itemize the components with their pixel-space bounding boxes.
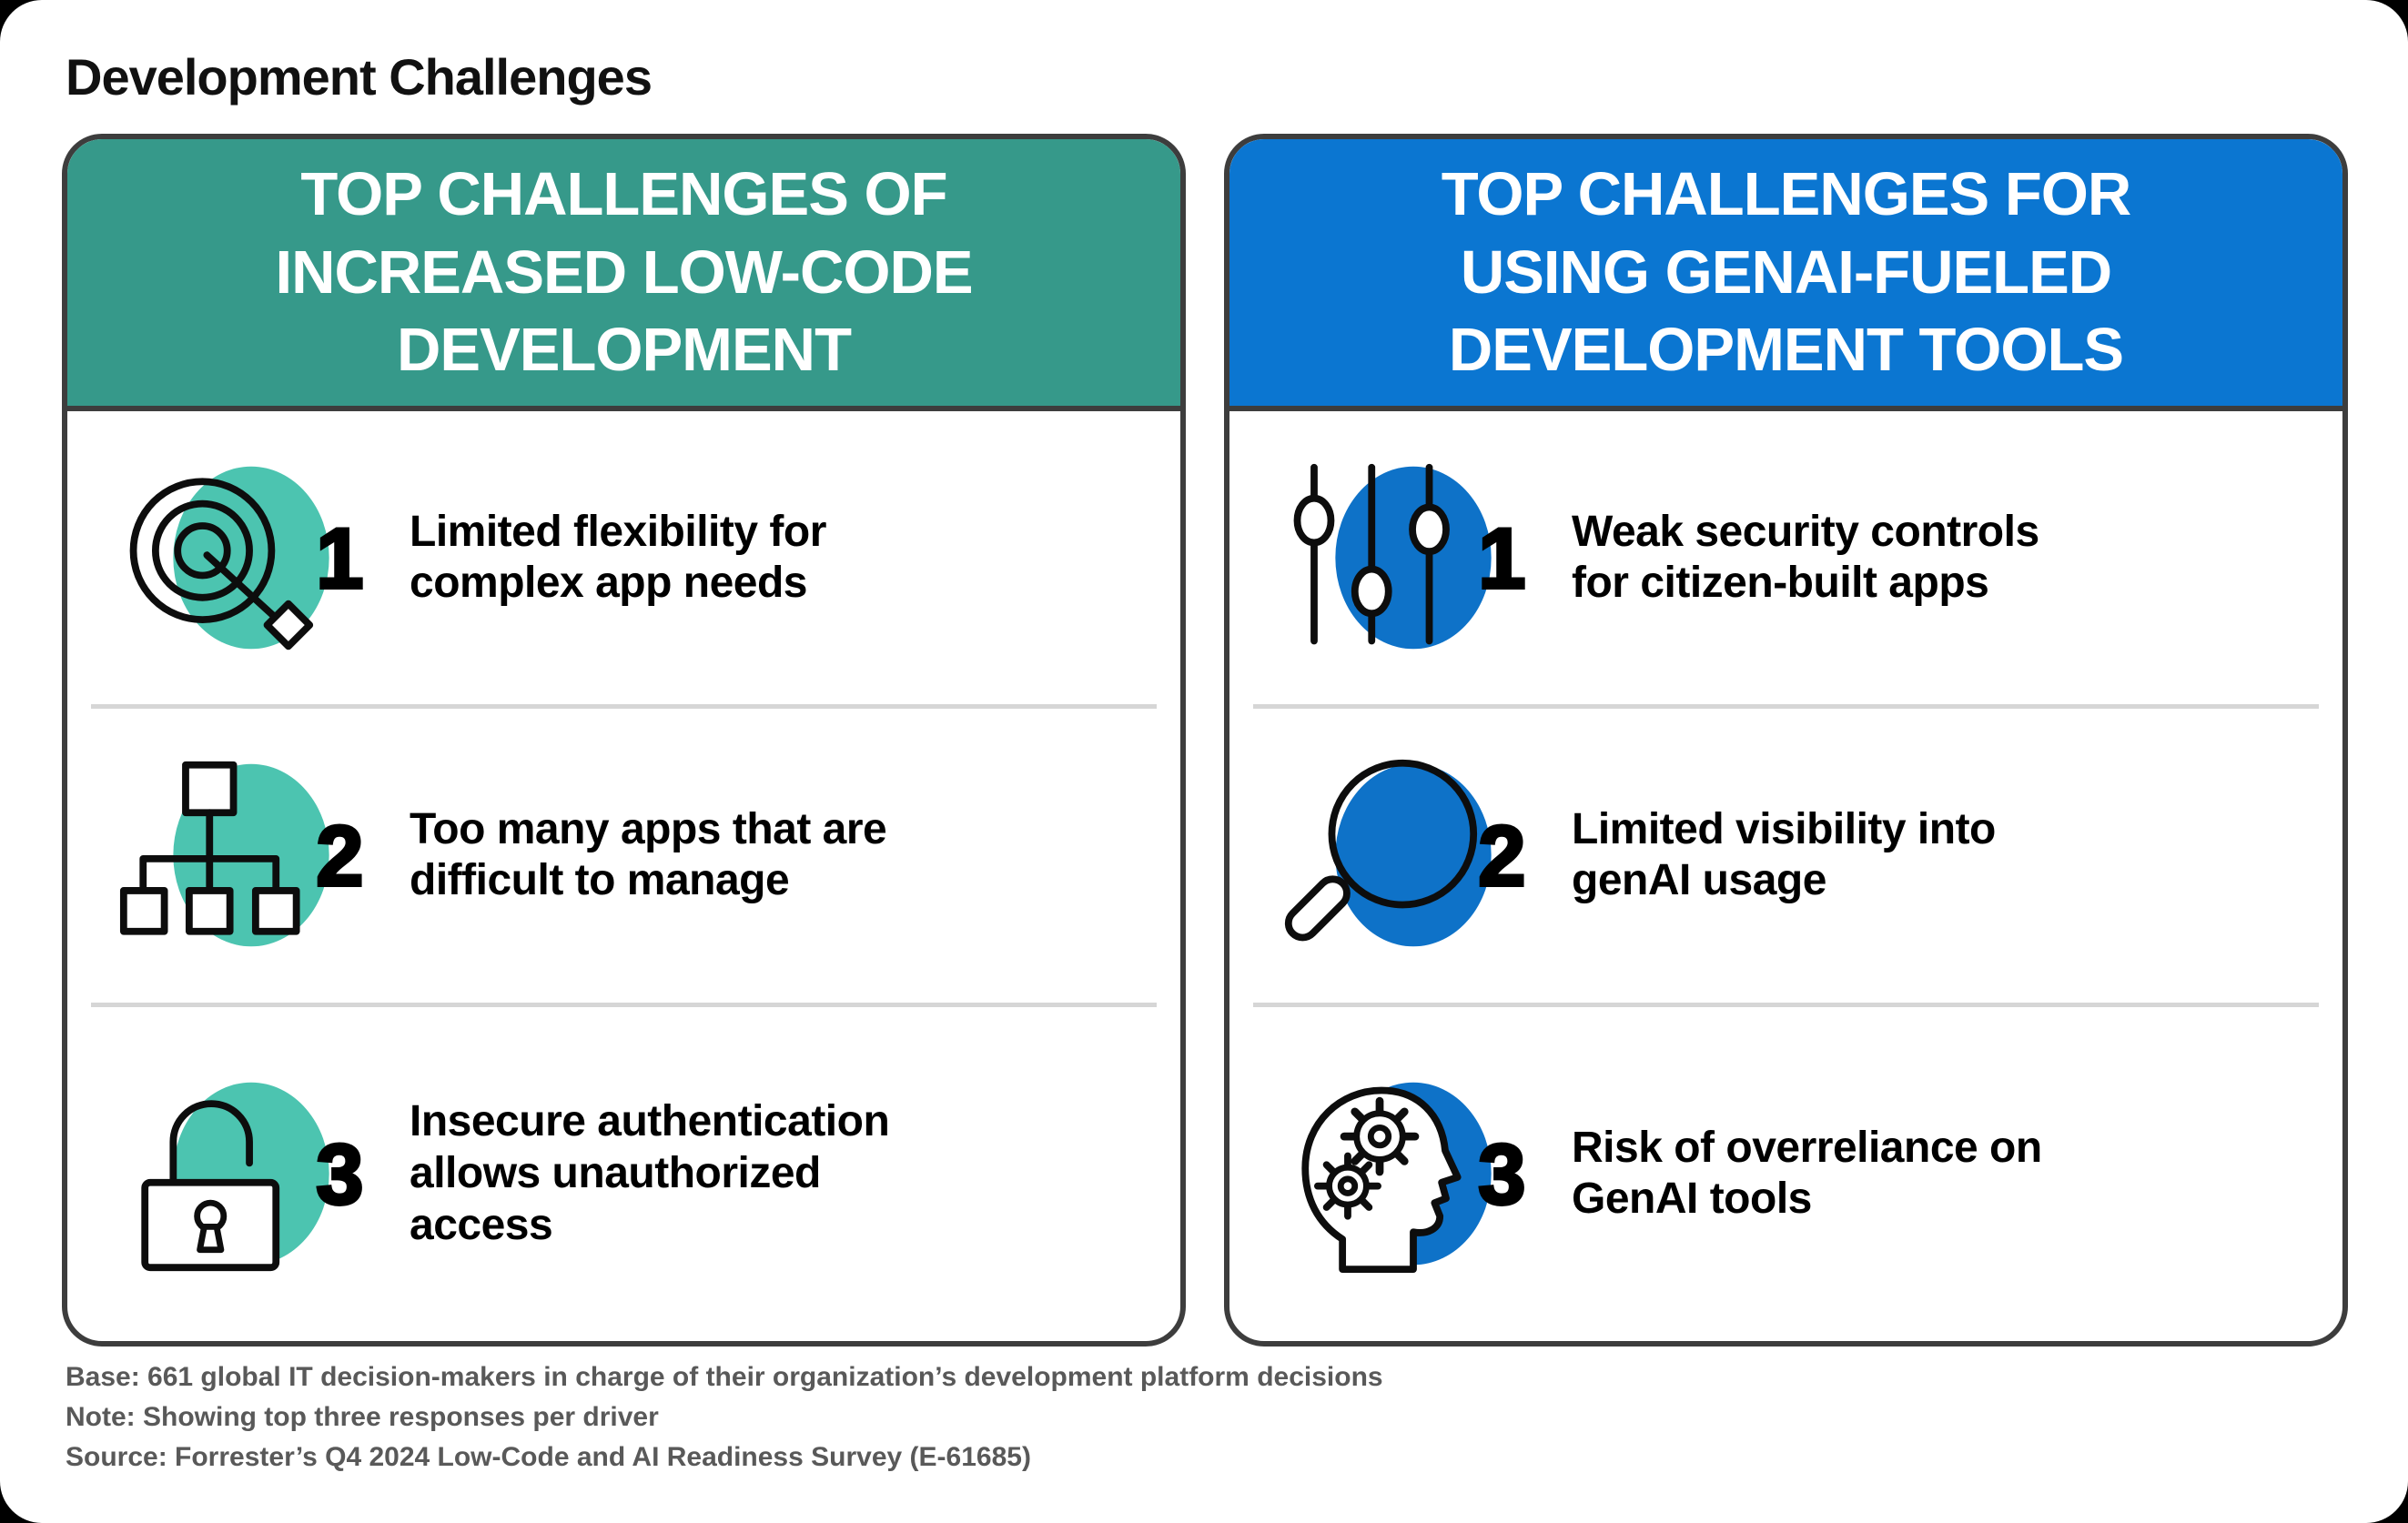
accent-circle [1335,466,1492,650]
target-arrow-icon: 1 [129,466,365,651]
item-text: Limited flexibility for complex app need… [410,507,826,608]
item-number: 3 [316,1126,363,1222]
head-gears-icon: 3 [1301,1083,1527,1274]
item-number: 2 [316,809,363,904]
footer-source: Source: Forrester’s Q4 2024 Low-Code and… [66,1442,1031,1472]
page-title: Development Challenges [66,48,653,106]
challenge-item: 3 Insecure authentication allows unautho… [67,1007,1180,1341]
divider [91,704,1157,710]
panel-low-code-title: TOP CHALLENGES OF INCREASED LOW-CODE DEV… [275,159,973,385]
item-number: 2 [1478,809,1525,904]
panel-low-code-header: TOP CHALLENGES OF INCREASED LOW-CODE DEV… [67,139,1180,411]
footer-notes: Base: 661 global IT decision-makers in c… [66,1357,1383,1478]
item-text: Insecure authentication allows unauthori… [410,1097,890,1249]
challenge-item: 2 Too many apps that are difficult to ma… [67,709,1180,1002]
item-text: Limited visibility into genAI usage [1572,804,1996,905]
item-number: 1 [316,510,363,606]
panel-genai-title: TOP CHALLENGES FOR USING GENAI-FUELED DE… [1441,159,2132,385]
panel-low-code: TOP CHALLENGES OF INCREASED LOW-CODE DEV… [62,134,1186,1346]
challenge-item: 1 Limited flexibility for complex app ne… [67,411,1180,704]
footer-base: Base: 661 global IT decision-makers in c… [66,1362,1383,1392]
item-number: 3 [1478,1126,1525,1222]
item-text: Risk of overreliance on GenAI tools [1572,1123,2042,1224]
gear-large [1340,1097,1420,1176]
sliders-icon: 1 [1293,463,1527,650]
open-padlock-icon: 3 [141,1083,365,1272]
footer-note: Note: Showing top three responses per dr… [66,1402,659,1432]
org-chart-icon: 2 [119,762,365,947]
item-number: 1 [1478,510,1525,606]
panel-low-code-body: 1 Limited flexibility for complex app ne… [67,411,1180,1341]
challenge-item: 3 Risk of overreliance on GenAI tools [1229,1007,2342,1341]
item-text: Weak security controls for citizen-built… [1572,507,2039,608]
panel-genai: TOP CHALLENGES FOR USING GENAI-FUELED DE… [1224,134,2348,1346]
divider [1253,704,2319,710]
panel-genai-body: 1 Weak security controls for citizen-bui… [1229,411,2342,1341]
divider [1253,1002,2319,1007]
item-text: Too many apps that are difficult to mana… [410,804,887,905]
panels-container: TOP CHALLENGES OF INCREASED LOW-CODE DEV… [62,134,2348,1346]
magnifier-icon: 2 [1284,760,1527,947]
challenge-item: 1 Weak security controls for citizen-bui… [1229,411,2342,704]
panel-genai-header: TOP CHALLENGES FOR USING GENAI-FUELED DE… [1229,139,2342,411]
challenge-item: 2 Limited visibility into genAI usage [1229,709,2342,1002]
divider [91,1002,1157,1007]
gear-small [1313,1152,1381,1220]
